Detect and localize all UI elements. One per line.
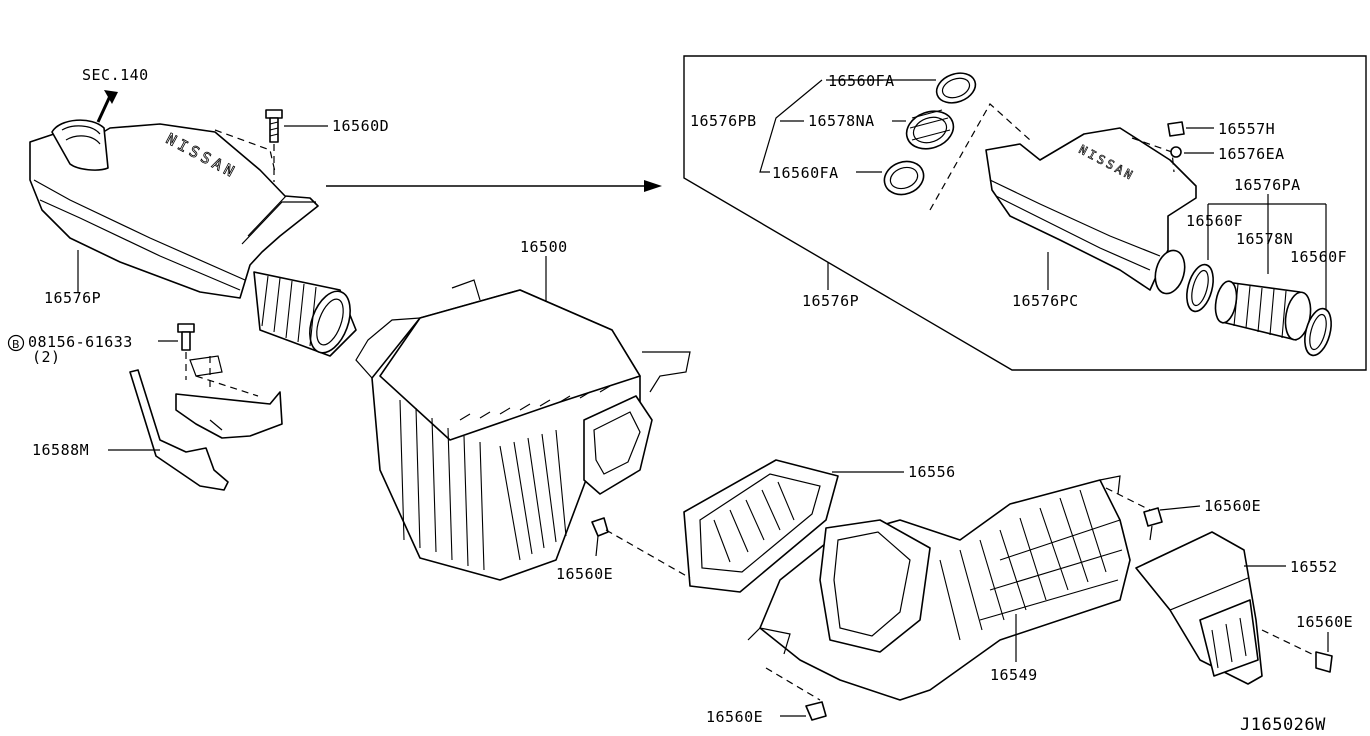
circled-b-icon: B bbox=[7, 334, 25, 352]
label-16560F-left: 16560F bbox=[1186, 212, 1243, 230]
label-16576PC: 16576PC bbox=[1012, 292, 1079, 310]
air-duct-16576P: NISSAN bbox=[29, 119, 319, 299]
grommet-16557H bbox=[1167, 121, 1214, 137]
label-16560E-center: 16560E bbox=[556, 565, 613, 583]
label-16560D: 16560D bbox=[332, 117, 389, 135]
clip-16560E-right bbox=[1105, 487, 1201, 541]
label-16549: 16549 bbox=[990, 666, 1038, 684]
label-16578N: 16578N bbox=[1236, 230, 1293, 248]
up-right-arrow-icon bbox=[96, 90, 118, 123]
air-cleaner-16500 bbox=[355, 256, 691, 581]
inset-frame bbox=[683, 55, 1367, 371]
air-duct-16576PC: NISSAN bbox=[985, 127, 1197, 295]
label-16576P-inset: 16576P bbox=[802, 292, 859, 310]
clamp-16560FA-upper bbox=[826, 72, 977, 104]
filter-element-16556 bbox=[683, 459, 904, 593]
bracket-16552 bbox=[1135, 531, 1286, 685]
intake-hose-bellows bbox=[253, 271, 357, 357]
label-16576P: 16576P bbox=[44, 289, 101, 307]
diagram-id: J165026W bbox=[1240, 715, 1326, 735]
label-16560E-bottom: 16560E bbox=[706, 708, 763, 726]
clamp-16560FA-lower bbox=[856, 160, 925, 196]
svg-text:B: B bbox=[12, 338, 20, 351]
label-16552: 16552 bbox=[1290, 558, 1338, 576]
bracket-16588M bbox=[108, 355, 283, 491]
clip-16560E-center bbox=[591, 517, 691, 579]
hose-16578N bbox=[1214, 280, 1312, 341]
grommet-16576EA bbox=[1170, 146, 1214, 158]
label-16576PB: 16576PB bbox=[690, 112, 757, 130]
clip-16560E-far-right bbox=[1261, 629, 1333, 673]
arrow-to-inset bbox=[326, 180, 662, 192]
section-ref-label: SEC.140 bbox=[82, 66, 149, 84]
label-16576EA: 16576EA bbox=[1218, 145, 1285, 163]
label-16560FA-lower: 16560FA bbox=[772, 164, 839, 182]
label-08156-61633: 08156-61633 bbox=[28, 333, 133, 351]
label-16557H: 16557H bbox=[1218, 120, 1275, 138]
clamp-16560F-left bbox=[1186, 263, 1214, 313]
label-16576PA: 16576PA bbox=[1234, 176, 1301, 194]
hose-16578NA bbox=[780, 109, 955, 150]
clip-16560E-bottom bbox=[765, 667, 827, 721]
label-16560E-far-right: 16560E bbox=[1296, 613, 1353, 631]
label-08156-qty: (2) bbox=[32, 348, 61, 366]
label-16560FA-upper: 16560FA bbox=[828, 72, 895, 90]
label-16588M: 16588M bbox=[32, 441, 89, 459]
label-16560E-right: 16560E bbox=[1204, 497, 1261, 515]
label-16556: 16556 bbox=[908, 463, 956, 481]
clamp-16560F-right bbox=[1304, 307, 1332, 357]
label-16500: 16500 bbox=[520, 238, 568, 256]
bolt-08156-61633 bbox=[158, 323, 211, 390]
label-16578NA: 16578NA bbox=[808, 112, 875, 130]
label-16560F-right: 16560F bbox=[1290, 248, 1347, 266]
lower-case-16549 bbox=[747, 475, 1131, 701]
bolt-16560D bbox=[265, 109, 328, 182]
